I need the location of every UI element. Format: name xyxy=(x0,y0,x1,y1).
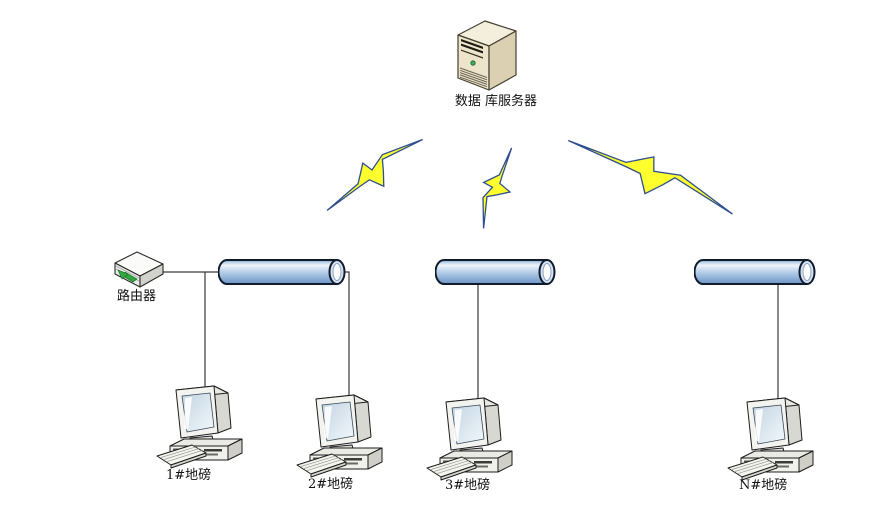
router-label: 路由器 xyxy=(117,289,157,304)
desktop-computer-icon xyxy=(727,395,823,483)
ethernet-segment-icon xyxy=(435,259,556,285)
lightning-bolt-icon xyxy=(314,131,435,217)
workstation-label: 1#地磅 xyxy=(166,468,212,483)
server-tower-icon xyxy=(457,20,517,91)
workstation-label: 3#地磅 xyxy=(445,478,491,493)
workstation-label: 2#地磅 xyxy=(308,477,354,492)
desktop-computer-icon xyxy=(156,383,252,471)
lightning-bolt-icon xyxy=(475,143,518,233)
desktop-computer-icon xyxy=(426,395,522,483)
workstation-label: N#地磅 xyxy=(739,478,788,493)
router-icon xyxy=(114,251,164,288)
desktop-computer-icon xyxy=(296,392,392,480)
ethernet-segment-icon xyxy=(694,259,816,285)
lightning-bolt-icon xyxy=(563,114,739,238)
link-segment1-ws2 xyxy=(344,271,350,400)
server-label: 数据 库服务器 xyxy=(454,94,538,109)
ethernet-segment-icon xyxy=(218,259,346,285)
